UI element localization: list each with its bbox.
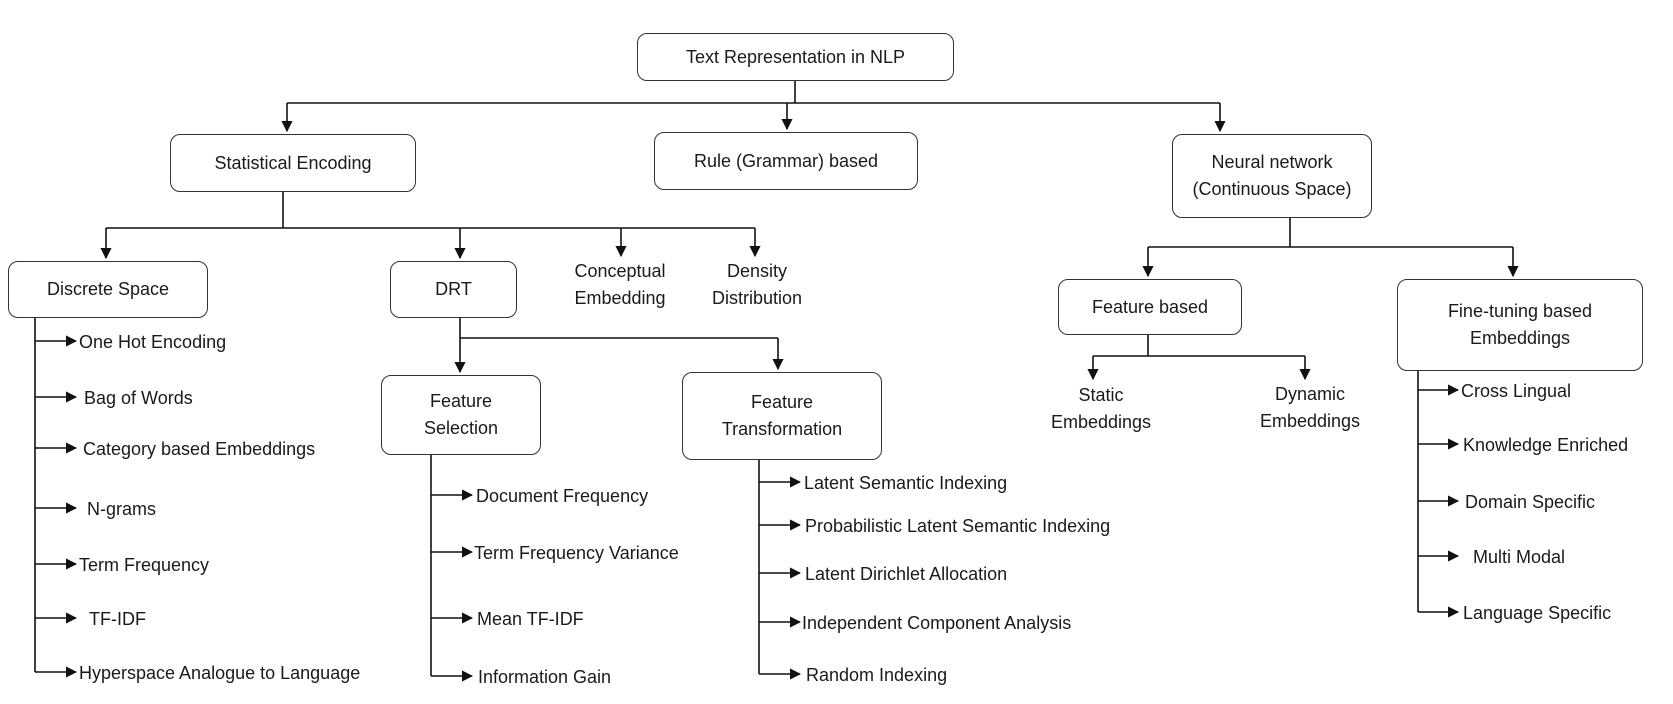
list-item: Language Specific	[1463, 603, 1612, 623]
dynamic-embeddings-label: Dynamic Embeddings	[1259, 384, 1361, 431]
list-item: Term Frequency	[79, 555, 210, 575]
list-item: Latent Dirichlet Allocation	[805, 564, 1008, 584]
rule-based-node: Rule (Grammar) based	[654, 132, 918, 190]
list-item: Probabilistic Latent Semantic Indexing	[805, 516, 1111, 536]
density-distribution-label: Density Distribution	[711, 261, 803, 308]
list-item: Domain Specific	[1465, 492, 1596, 512]
list-item: Term Frequency Variance	[474, 543, 679, 563]
list-item: Multi Modal	[1473, 547, 1566, 567]
list-item: Category based Embeddings	[83, 439, 316, 459]
fine-tuning-node: Fine-tuning based Embeddings	[1397, 279, 1643, 371]
feature-transformation-node: Feature Transformation	[682, 372, 882, 460]
static-embeddings-label: Static Embeddings	[1050, 385, 1152, 432]
list-item: One Hot Encoding	[79, 332, 227, 352]
list-item: Mean TF-IDF	[477, 609, 584, 629]
statistical-encoding-node: Statistical Encoding	[170, 134, 416, 192]
list-item: Document Frequency	[476, 486, 649, 506]
drt-node: DRT	[390, 261, 517, 318]
feature-based-node: Feature based	[1058, 279, 1242, 335]
neural-network-node: Neural network (Continuous Space)	[1172, 134, 1372, 218]
list-item: Bag of Words	[84, 388, 193, 408]
list-item: Independent Component Analysis	[802, 613, 1072, 633]
discrete-space-node: Discrete Space	[8, 261, 208, 318]
list-item: Latent Semantic Indexing	[804, 473, 1008, 493]
list-item: Random Indexing	[806, 665, 948, 685]
root-node: Text Representation in NLP	[637, 33, 954, 81]
list-item: TF-IDF	[89, 609, 146, 629]
list-item: Information Gain	[478, 667, 612, 687]
feature-selection-node: Feature Selection	[381, 375, 541, 455]
list-item: Cross Lingual	[1461, 381, 1572, 401]
conceptual-embedding-label: Conceptual Embedding	[574, 261, 666, 308]
list-item: N-grams	[87, 499, 157, 519]
list-item: Hyperspace Analogue to Language	[79, 663, 361, 683]
list-item: Knowledge Enriched	[1463, 435, 1629, 455]
